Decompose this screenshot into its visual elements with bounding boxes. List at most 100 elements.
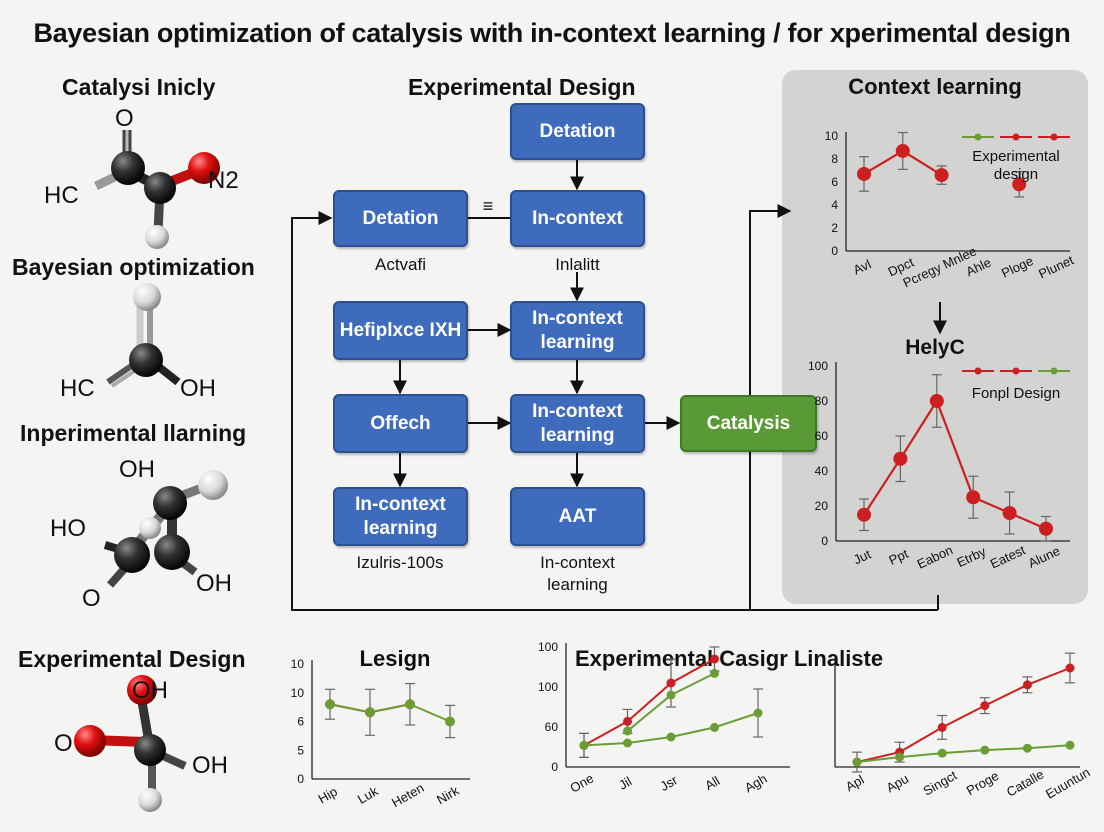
- y-tick-label: 100: [538, 680, 558, 694]
- flow-box-in-context[interactable]: In-context: [510, 190, 645, 247]
- flow-caption-mark: ≡: [482, 196, 494, 216]
- flow-box-catalysis[interactable]: Catalysis: [680, 395, 817, 452]
- section-label-bayesian: Bayesian optimization: [12, 254, 255, 280]
- data-point: [895, 752, 905, 762]
- series-line: [1027, 667, 1071, 686]
- atom-label: OH: [119, 456, 155, 483]
- series-line: [984, 683, 1028, 707]
- flow-caption-inlalitt: Inlalitt: [555, 255, 600, 274]
- data-point: [710, 668, 719, 678]
- data-point: [934, 168, 949, 183]
- data-point: [710, 722, 719, 732]
- series-line: [899, 726, 943, 754]
- x-tick-label: One: [567, 770, 596, 795]
- x-tick-label: Jut: [851, 546, 873, 567]
- series-line: [627, 736, 672, 744]
- data-point: [937, 722, 947, 732]
- flow-box-offech[interactable]: Offech: [333, 394, 468, 453]
- section-label-catalysis: Catalysi Inicly: [62, 74, 216, 100]
- atom-label: N2: [208, 167, 239, 194]
- data-point: [365, 707, 375, 718]
- section-label-experimental-design: Experimental Design: [18, 646, 246, 672]
- atom-label: OH: [196, 570, 232, 597]
- series-line: [670, 726, 715, 738]
- x-tick-label: Alune: [1026, 543, 1062, 571]
- data-point: [895, 143, 910, 158]
- legend-label: Fonpl Design: [972, 385, 1060, 402]
- y-tick-label: 10: [825, 129, 839, 143]
- flow-box-aat[interactable]: AAT: [510, 487, 645, 546]
- x-tick-label: Eatest: [988, 542, 1028, 571]
- legend-label: design: [994, 166, 1038, 183]
- flow-box-in-context-learning-1[interactable]: In-context learning: [510, 301, 645, 360]
- x-tick-label: Agh: [742, 771, 770, 796]
- legend-label: Experimental: [972, 148, 1060, 165]
- series-line: [670, 658, 715, 684]
- series-line: [583, 720, 628, 747]
- legend-marker: [974, 133, 982, 141]
- flow-caption-izulris: Izulris-100s: [356, 553, 444, 572]
- y-tick-label: 40: [815, 464, 829, 478]
- series-line: [899, 400, 938, 460]
- y-tick-label: 2: [831, 221, 838, 235]
- data-point: [966, 490, 981, 505]
- legend-marker: [1012, 133, 1020, 141]
- flow-box-detation-top[interactable]: Detation: [510, 103, 645, 160]
- y-tick-label: 0: [297, 772, 304, 786]
- series-line: [369, 703, 411, 714]
- chart-title-context-learning: Context learning: [848, 74, 1022, 99]
- series-line: [583, 742, 628, 747]
- flow-box-in-context-learning-3[interactable]: In-context learning: [333, 487, 468, 546]
- data-point: [623, 738, 632, 748]
- x-tick-label: Proge: [964, 768, 1002, 798]
- series-line: [856, 756, 900, 764]
- x-tick-label: Jil: [616, 773, 634, 792]
- legend-marker: [1050, 367, 1058, 375]
- y-tick-label: 100: [808, 359, 828, 373]
- molecule-2: [106, 283, 181, 388]
- series-line: [714, 712, 759, 729]
- data-point: [445, 716, 455, 727]
- x-tick-label: Euuntun: [1043, 764, 1092, 801]
- data-point: [579, 740, 589, 750]
- x-tick-label: Jsr: [657, 772, 680, 794]
- y-tick-label: 0: [821, 534, 828, 548]
- data-point: [857, 507, 871, 522]
- x-tick-label: Apu: [884, 771, 912, 796]
- x-tick-label: All: [702, 773, 722, 793]
- y-tick-label: 60: [815, 429, 829, 443]
- data-point: [623, 716, 632, 726]
- x-tick-label: Apl: [843, 772, 867, 794]
- flow-box-detation[interactable]: Detation: [333, 190, 468, 247]
- flow-box-hefiplxce[interactable]: Hefiplxce IXH: [333, 301, 468, 360]
- page-title: Bayesian optimization of catalysis with …: [33, 18, 1071, 48]
- atom-label: O: [82, 585, 101, 612]
- y-tick-label: 80: [815, 394, 829, 408]
- atom-label: OH: [132, 677, 168, 704]
- x-tick-label: Eabon: [915, 542, 955, 571]
- y-tick-label: 10: [291, 657, 305, 671]
- context-learning-panel: [782, 70, 1088, 604]
- y-tick-label: 8: [831, 152, 838, 166]
- data-point: [405, 699, 415, 710]
- chart-title-lesign: Lesign: [359, 646, 431, 671]
- data-point: [980, 701, 990, 711]
- y-tick-label: 6: [297, 715, 304, 729]
- atom-label: O: [54, 730, 73, 757]
- x-tick-label: Avl: [851, 256, 874, 277]
- series-line: [626, 694, 672, 732]
- data-point: [1022, 743, 1032, 753]
- flow-box-in-context-learning-2[interactable]: In-context learning: [510, 394, 645, 453]
- data-point: [893, 451, 908, 466]
- data-point: [623, 726, 632, 736]
- data-point: [710, 654, 719, 664]
- y-tick-label: 20: [815, 499, 829, 513]
- atom-label: HC: [60, 375, 95, 402]
- series-line: [329, 703, 371, 714]
- series-line: [409, 703, 451, 723]
- series-line: [863, 458, 902, 516]
- legend-marker: [974, 367, 982, 375]
- series-line: [1027, 744, 1071, 750]
- series-line: [863, 150, 904, 175]
